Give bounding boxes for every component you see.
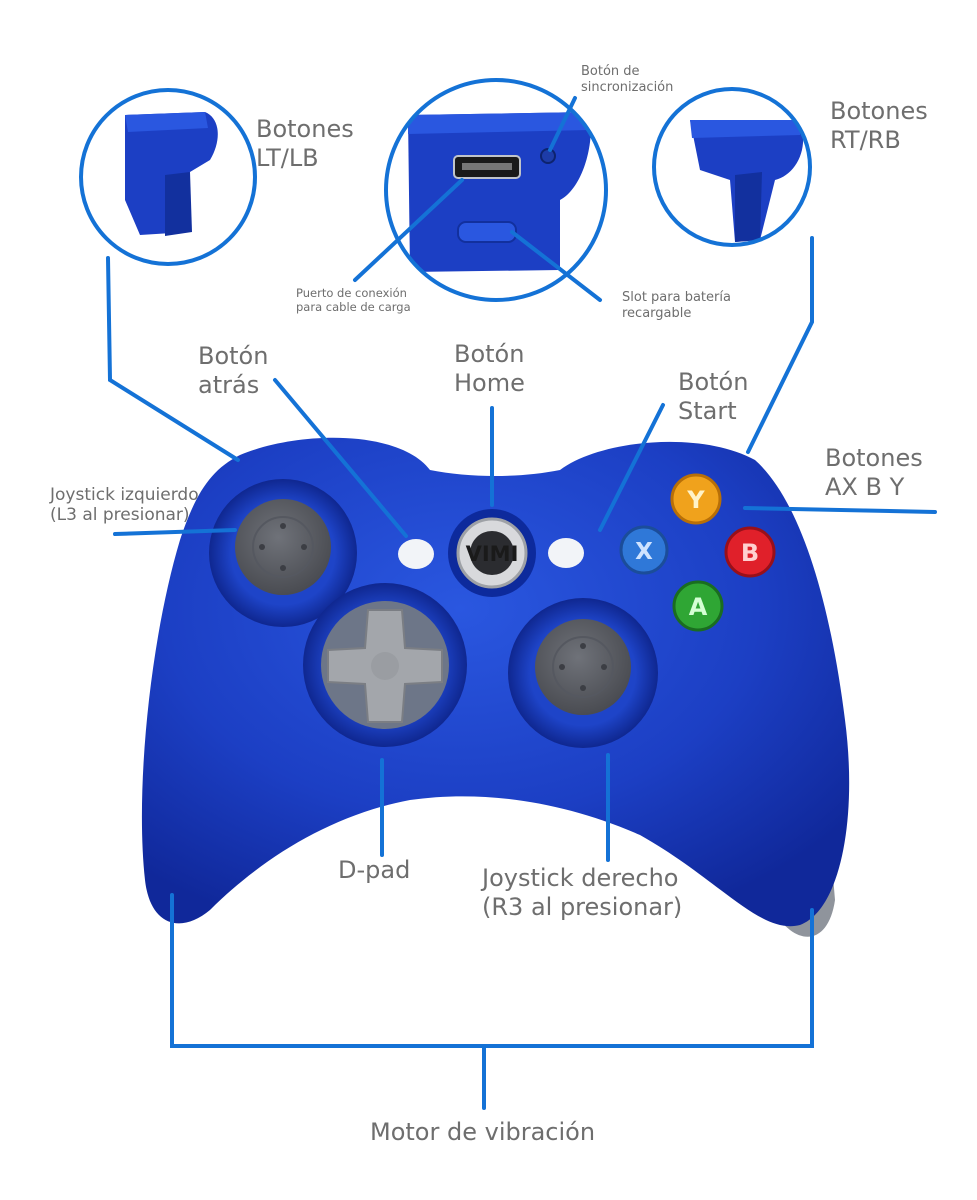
- svg-text:B: B: [741, 539, 759, 567]
- label-right-stick: Joystick derecho(R3 al presionar): [482, 864, 683, 921]
- b-button: B: [724, 526, 776, 578]
- y-button: Y: [670, 473, 722, 525]
- brand-logo: VIMI: [466, 542, 519, 566]
- svg-text:A: A: [689, 593, 708, 621]
- callout-back: [273, 378, 408, 538]
- callout-start: [598, 403, 665, 532]
- label-dpad: D-pad: [338, 856, 411, 884]
- face-buttons: Y X B A: [619, 473, 776, 632]
- callout-lt-lb: [106, 256, 240, 462]
- controller: VIMI Y X B A: [141, 437, 850, 937]
- svg-text:X: X: [635, 539, 653, 565]
- callout-left-stick: [113, 528, 237, 536]
- callout-faces: [743, 506, 937, 514]
- left-stick: [235, 499, 331, 595]
- right-stick: [535, 619, 631, 715]
- callout-port: [353, 178, 464, 282]
- zoom-port: [384, 78, 608, 302]
- zoom-circle-center: [384, 78, 608, 302]
- label-vibration: Motor de vibración: [370, 1118, 596, 1146]
- svg-text:Y: Y: [686, 486, 705, 514]
- x-button: X: [619, 525, 669, 575]
- zoom-rt-rb: [652, 87, 812, 247]
- callout-lines: [106, 96, 937, 1110]
- callout-vibration-bracket: [170, 893, 814, 1048]
- zoom-circle-right: [652, 87, 812, 247]
- zoom-lt-lb: [79, 88, 257, 266]
- callout-rt-rb: [746, 236, 814, 454]
- callout-sync: [548, 96, 577, 152]
- callout-battery: [510, 230, 602, 302]
- a-button: A: [672, 580, 724, 632]
- zoom-circle-left: [79, 88, 257, 266]
- back-button: [398, 539, 434, 569]
- start-button: [548, 538, 584, 568]
- label-left-stick: Joystick izquierdo(L3 al presionar): [50, 485, 199, 526]
